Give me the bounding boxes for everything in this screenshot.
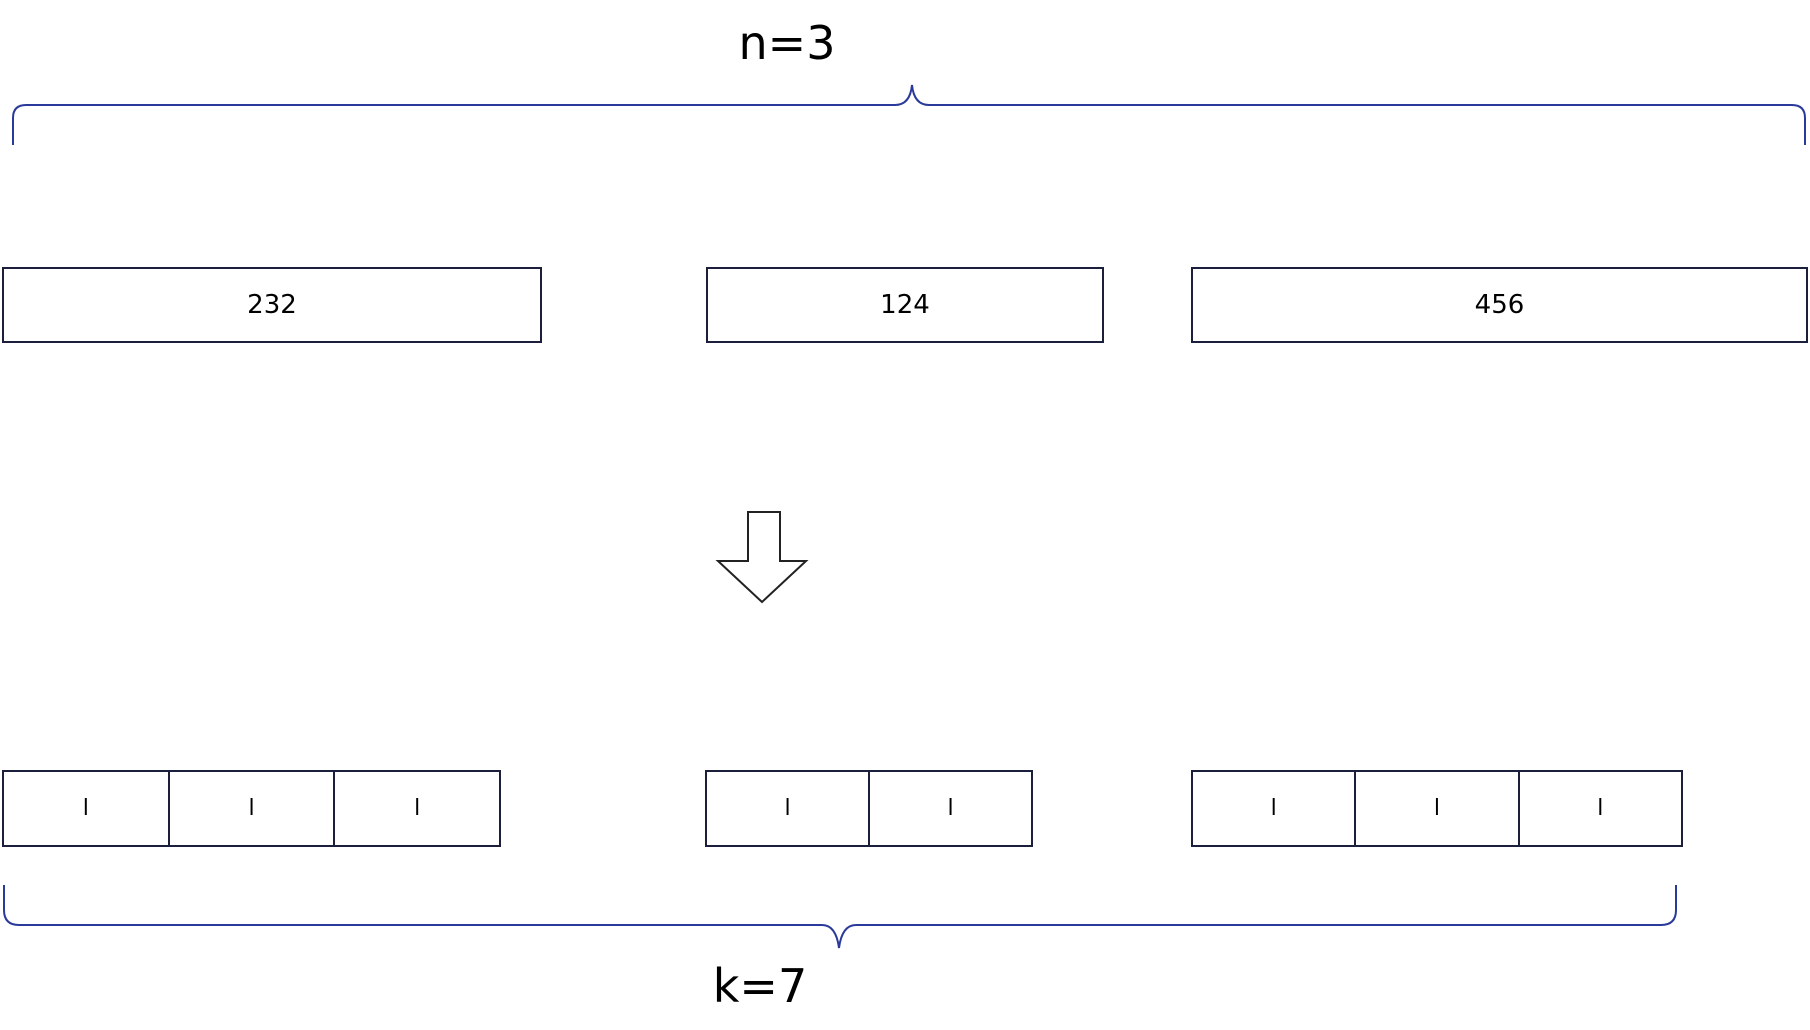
top-label-n: n=3	[738, 16, 836, 70]
number-box-1: 232	[2, 267, 542, 343]
cell-group-2: l l	[705, 770, 1033, 847]
cell: l	[167, 772, 334, 845]
number-value-1: 232	[247, 290, 297, 320]
cell: l	[1270, 796, 1277, 821]
cell: l	[82, 796, 89, 821]
number-value-3: 456	[1474, 290, 1525, 320]
cell: l	[784, 796, 791, 821]
number-box-2: 124	[706, 267, 1104, 343]
cell-group-1: l l l	[2, 770, 501, 847]
number-box-3: 456	[1191, 267, 1808, 343]
down-arrow-icon	[715, 511, 809, 604]
bottom-label-k: k=7	[712, 959, 808, 1013]
cell: l	[1354, 772, 1517, 845]
top-brace	[12, 84, 1806, 145]
cell: l	[333, 772, 499, 845]
cell: l	[1517, 772, 1681, 845]
number-value-2: 124	[880, 290, 930, 320]
cell-group-3: l l l	[1191, 770, 1683, 847]
cell: l	[868, 772, 1031, 845]
